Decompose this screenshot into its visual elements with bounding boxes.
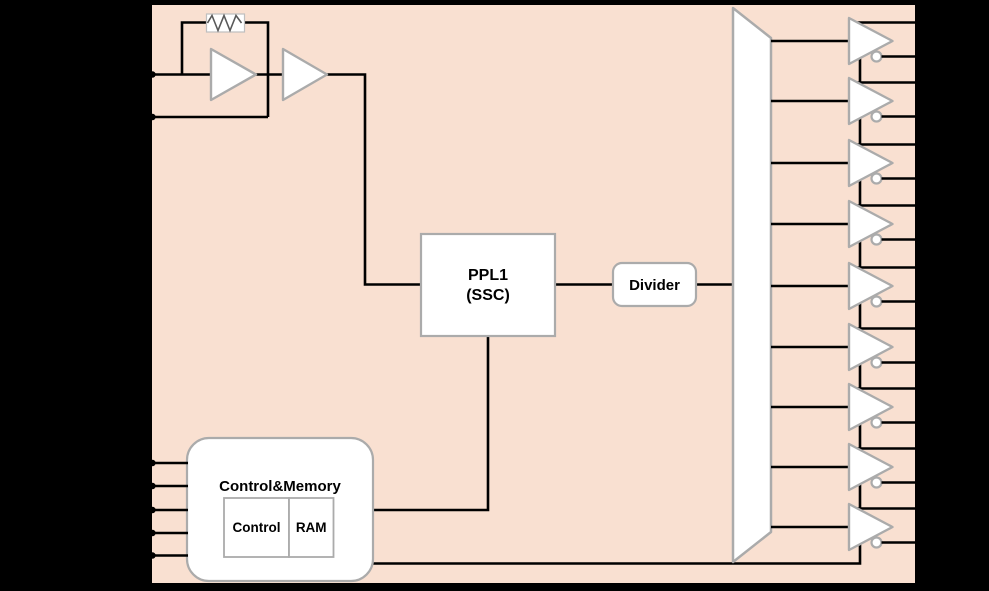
output-buffer-group <box>771 16 921 552</box>
pin-dot <box>916 237 921 242</box>
inverting-buffer-icon <box>847 502 894 552</box>
inverting-bubble-icon <box>870 172 883 185</box>
pin-dot <box>149 529 156 537</box>
trapezoid-fanout-icon <box>731 6 773 564</box>
inverting-bubble-icon <box>870 356 883 369</box>
inverting-bubble-icon <box>870 476 883 489</box>
output-buffer <box>771 199 921 249</box>
pin-dot <box>916 540 921 545</box>
inverting-buffer-icon <box>847 138 894 188</box>
pin-dot <box>916 506 921 511</box>
output-buffer <box>771 382 921 432</box>
pll-label: PPL1 (SSC) <box>466 267 510 304</box>
output-buffer <box>771 442 921 492</box>
control-label: Control <box>233 520 281 535</box>
pin-dot <box>916 299 921 304</box>
output-buffer <box>771 76 921 126</box>
pin-dot <box>149 113 156 121</box>
pin-dot <box>149 552 156 559</box>
inverting-bubble-icon <box>870 536 883 549</box>
pin-dot <box>916 20 921 25</box>
pll-to-control-wire <box>373 336 490 512</box>
inverting-buffer-icon <box>847 16 894 66</box>
pin-dot <box>916 265 921 270</box>
control-subblock <box>223 497 290 558</box>
divider-block <box>611 261 698 308</box>
pin-dot <box>916 420 921 425</box>
inverting-buffer-icon <box>847 442 894 492</box>
inverting-buffer-icon <box>847 322 894 372</box>
pin-dot <box>149 71 156 78</box>
ram-label: RAM <box>296 520 327 535</box>
output-buffer <box>771 261 921 311</box>
resistor-zigzag-icon <box>206 13 243 33</box>
inverting-buffer-icon <box>847 382 894 432</box>
divider-label: Divider <box>629 277 680 294</box>
inverting-buffer-icon <box>847 76 894 126</box>
pin-dot <box>916 142 921 147</box>
output-buffer <box>771 16 921 66</box>
pin-dot <box>916 203 921 208</box>
pll-label-line2: (SSC) <box>466 287 510 304</box>
pin-dot <box>916 360 921 365</box>
ram-subblock <box>288 497 335 558</box>
pll-label-line1: PPL1 <box>468 267 508 284</box>
inverting-bubble-icon <box>870 233 883 246</box>
output-buffer <box>771 138 921 188</box>
output-buffer <box>771 322 921 372</box>
inverting-bubble-icon <box>870 416 883 429</box>
control-memory-title: Control&Memory <box>219 478 341 495</box>
amp-triangle-icon <box>281 47 329 102</box>
inverting-bubble-icon <box>870 295 883 308</box>
output-buffer <box>771 502 921 552</box>
pin-dot <box>149 482 156 490</box>
osc-to-pll-wire <box>151 73 421 286</box>
pin-dot <box>916 386 921 391</box>
inverting-buffer-icon <box>847 199 894 249</box>
amp-triangle-icon <box>209 47 258 102</box>
pin-dot <box>916 480 921 485</box>
inverting-bubble-icon <box>870 110 883 123</box>
pin-dot <box>916 54 921 59</box>
left-pin-group <box>149 459 188 559</box>
control-feedback-bus-wire <box>373 22 862 565</box>
pin-dot <box>916 446 921 451</box>
pin-dot <box>916 326 921 331</box>
pin-dot <box>916 176 921 181</box>
pll-block <box>419 232 557 338</box>
pin-dot <box>149 506 156 514</box>
inverting-bubble-icon <box>870 50 883 63</box>
pin-dot <box>916 114 921 119</box>
pin-dot <box>916 80 921 85</box>
pin-dot <box>149 459 156 467</box>
inverting-buffer-icon <box>847 261 894 311</box>
